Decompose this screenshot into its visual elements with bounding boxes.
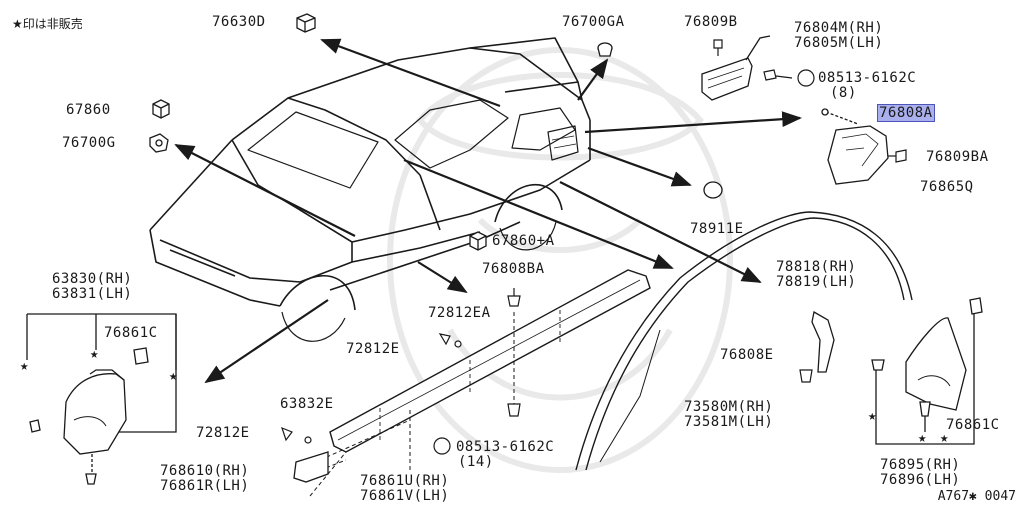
part-block-67860[interactable] [152, 99, 170, 119]
label-78911e[interactable]: 78911E [690, 221, 744, 237]
svg-text:★: ★ [868, 408, 877, 424]
svg-text:★: ★ [90, 346, 99, 362]
label-63831[interactable]: 63831(LH) [52, 286, 133, 302]
label-76861r[interactable]: 76861R(LH) [160, 478, 250, 494]
part-bracket-76804m[interactable] [701, 35, 771, 101]
label-08513-top[interactable]: 08513-6162C [818, 70, 917, 86]
legend-non-sale: ★印は非販売 [12, 17, 83, 31]
label-63832e[interactable]: 63832E [280, 396, 334, 412]
label-78818[interactable]: 78818(RH) [776, 259, 857, 275]
label-72812e-left[interactable]: 72812E [196, 425, 250, 441]
svg-text:★: ★ [20, 358, 29, 374]
part-bracket-78818[interactable] [811, 310, 835, 373]
label-76865q[interactable]: 76865Q [920, 179, 974, 195]
part-panel-76865q[interactable] [821, 108, 889, 185]
part-clip-72812e-left[interactable] [281, 426, 312, 444]
part-screw-76809ba[interactable] [888, 149, 907, 163]
part-screw-08513-bottom[interactable] [433, 403, 521, 455]
part-screw-76809b[interactable] [713, 39, 723, 56]
label-73581m[interactable]: 73581M(LH) [684, 414, 774, 430]
label-67860a[interactable]: 67860+A [492, 233, 555, 249]
label-76805m[interactable]: 76805M(LH) [794, 35, 884, 51]
label-76804m[interactable]: 76804M(RH) [794, 20, 884, 36]
svg-text:★: ★ [940, 430, 949, 446]
part-clip-76808e[interactable] [799, 369, 813, 383]
part-bracket-76861q[interactable] [293, 451, 329, 483]
label-08513-bottom[interactable]: 08513-6162C [456, 439, 555, 455]
label-76808ba[interactable]: 76808BA [482, 261, 545, 277]
watermark-emblem [387, 47, 733, 473]
label-76700ga[interactable]: 76700GA [562, 14, 625, 30]
label-76809b[interactable]: 76809B [684, 14, 738, 30]
label-76808e[interactable]: 76808E [720, 347, 774, 363]
label-76896[interactable]: 76896(LH) [880, 472, 961, 488]
mud-guard-right-group[interactable] [871, 297, 983, 445]
label-72812ea[interactable]: 72812EA [428, 305, 491, 321]
car-body-outline [149, 37, 591, 342]
label-76861v[interactable]: 76861V(LH) [360, 488, 450, 504]
non-sale-star-marks-right: ★ ★ ★ [868, 408, 949, 446]
part-block-67860a[interactable] [469, 231, 487, 251]
label-76861c-left[interactable]: 76861C [104, 325, 158, 341]
label-72812e-mid[interactable]: 72812E [346, 341, 400, 357]
mud-guard-left-group[interactable] [26, 313, 177, 485]
label-76861u[interactable]: 76861U(RH) [360, 473, 450, 489]
label-76700g[interactable]: 76700G [62, 135, 116, 151]
part-grommet-76700ga[interactable] [597, 42, 613, 57]
label-73580m[interactable]: 73580M(RH) [684, 399, 774, 415]
label-63830[interactable]: 63830(RH) [52, 271, 133, 287]
part-clip-72812ea[interactable] [438, 333, 462, 348]
part-clip-76630d[interactable] [296, 13, 316, 33]
svg-text:★: ★ [169, 368, 178, 384]
part-molding-73580m[interactable] [575, 211, 913, 471]
label-76809ba[interactable]: 76809BA [926, 149, 989, 165]
callout-arrows [174, 38, 802, 384]
diagram-reference-code: A767✱ 0047 [937, 489, 1016, 504]
label-76630d[interactable]: 76630D [212, 14, 266, 30]
part-screw-08513-top[interactable] [763, 69, 815, 87]
non-sale-star-marks-left: ★ ★ ★ [20, 346, 178, 384]
label-76895[interactable]: 76895(RH) [880, 457, 961, 473]
svg-text:★: ★ [918, 430, 927, 446]
label-76808a-highlighted[interactable]: 76808A [877, 104, 935, 122]
label-08513-bottom-qty: (14) [458, 454, 494, 470]
label-78819[interactable]: 78819(LH) [776, 274, 857, 290]
label-08513-top-qty: (8) [830, 85, 857, 101]
label-768610[interactable]: 768610(RH) [160, 463, 250, 479]
part-clip-76808ba[interactable] [507, 288, 521, 307]
part-sill-molding[interactable] [329, 269, 651, 453]
label-67860[interactable]: 67860 [66, 102, 111, 118]
part-grommet-76700g[interactable] [149, 133, 169, 153]
label-76861c-right[interactable]: 76861C [946, 417, 1000, 433]
part-cap-78911e[interactable] [703, 181, 723, 199]
